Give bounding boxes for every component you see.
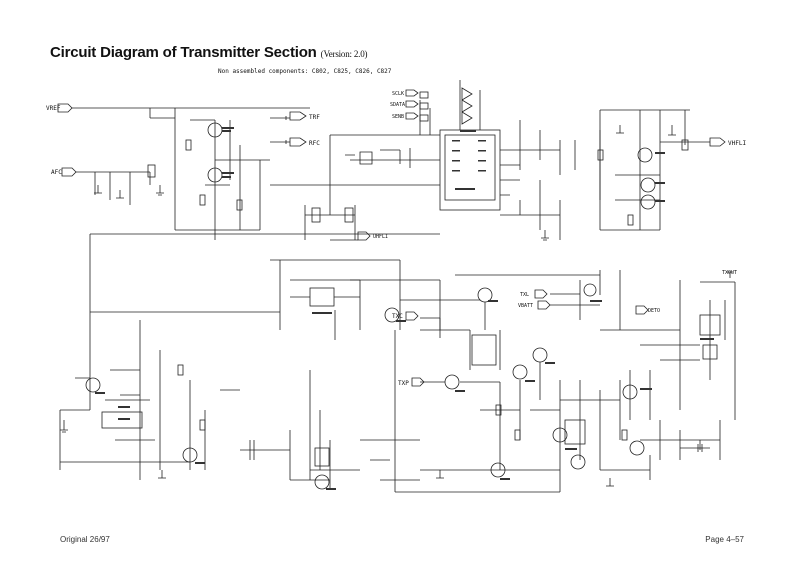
amplifier-chain-block: [309, 330, 721, 493]
sclk-port: [405, 89, 419, 97]
version-text: (Version: 2.0): [320, 49, 368, 59]
uhfli-port: [357, 231, 371, 241]
txp-label: TXP: [398, 380, 409, 387]
deto-label: DETO: [648, 308, 660, 314]
assembly-note: Non assembled components: C802, C825, C8…: [218, 68, 392, 75]
uhf-block: [304, 190, 358, 241]
deto-port: [635, 305, 649, 315]
vhfli-label: VHFLI: [728, 140, 746, 147]
vref-port: [57, 103, 73, 113]
rfc-port: [289, 137, 307, 147]
sclk-label: SCLK: [392, 91, 404, 97]
component-label-marks: [95, 127, 714, 490]
txp-port: [411, 377, 425, 387]
vbatt-label: VBATT: [518, 303, 533, 309]
afc-port: [61, 167, 77, 177]
rfc-label: RFC: [309, 140, 320, 147]
txc-label: TXC: [392, 313, 403, 320]
txl-label: TXL: [520, 292, 529, 298]
title-text: Circuit Diagram of Transmitter Section: [50, 44, 317, 61]
pa-regulator-block: [290, 274, 600, 370]
right-power-block: [550, 270, 736, 420]
main-bus: [89, 233, 440, 410]
vref-label: VREF: [46, 105, 61, 112]
trf-port: [289, 111, 307, 121]
uhfli-label: UHFLI: [373, 234, 388, 240]
vref-afc-block: [64, 107, 310, 240]
sdata-label: SDATA: [390, 102, 405, 108]
footer-original: Original 26/97: [60, 535, 110, 544]
page-title: Circuit Diagram of Transmitter Section(V…: [50, 44, 368, 61]
synth-ic-block: [270, 80, 601, 241]
bottom-left-block: [59, 320, 330, 481]
vhf-output-block: [597, 109, 710, 231]
senb-port: [405, 112, 419, 120]
afc-label: AFC: [51, 169, 62, 176]
vbatt-port: [537, 300, 551, 310]
footer-page-number: Page 4–57: [705, 535, 744, 544]
trf-label: TRF: [309, 114, 320, 121]
txc-port: [405, 311, 419, 321]
senb-label: SENB: [392, 114, 404, 120]
txl-port: [534, 289, 548, 299]
txout-label: TXOUT: [722, 270, 737, 276]
vhfli-port: [709, 137, 726, 147]
sdata-port: [405, 100, 419, 108]
